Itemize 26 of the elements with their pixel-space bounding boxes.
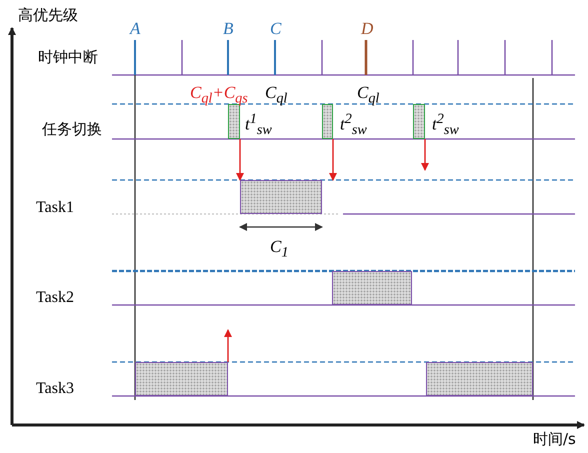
switch-box — [228, 104, 240, 139]
arrow — [236, 139, 244, 181]
execution-block — [332, 271, 412, 305]
event-letter: C — [270, 20, 282, 37]
arrow — [329, 139, 337, 181]
arrow — [224, 329, 232, 362]
row-label: Task2 — [36, 290, 74, 306]
cost-label: C$_{ql}$ — [265, 84, 288, 106]
switch-box — [322, 104, 333, 139]
axis-label: 时间/s — [533, 432, 576, 447]
event-letter: A — [130, 20, 140, 37]
execution-block — [135, 362, 228, 396]
arrow — [421, 139, 429, 171]
event-letter: D — [361, 20, 374, 37]
execution-block — [426, 362, 533, 396]
cost-label: C$_{ql}$+C$_{qs}$ — [190, 84, 248, 106]
duration-label: C$_{1}$ — [270, 238, 288, 260]
switch-box — [413, 104, 425, 139]
row-label: 时钟中断 — [38, 50, 98, 65]
execution-block — [240, 180, 322, 214]
axis-label: 高优先级 — [18, 8, 78, 23]
event-letter: B — [223, 20, 234, 37]
cost-label: C$_{ql}$ — [357, 84, 380, 106]
row-label: 任务切换 — [42, 122, 102, 137]
row-label: Task3 — [36, 381, 74, 397]
row-label: Task1 — [36, 200, 74, 216]
